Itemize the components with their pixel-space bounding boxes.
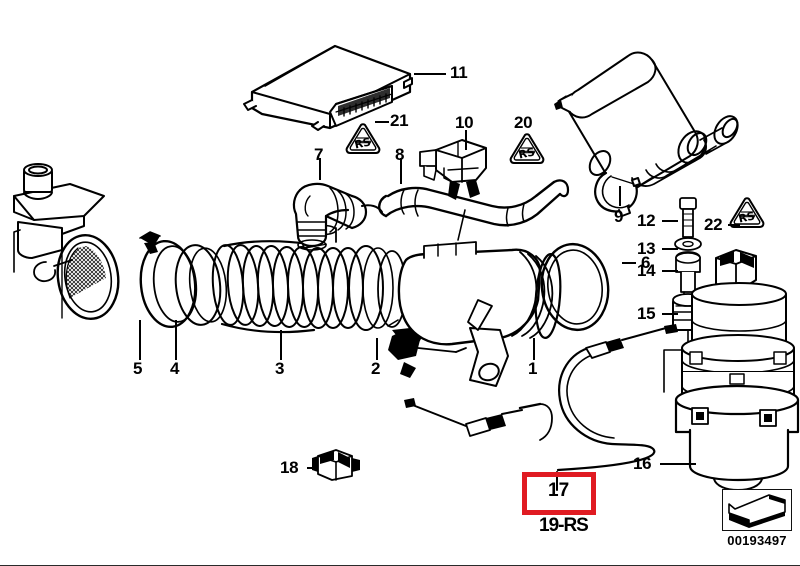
callout-2: 2 [371,359,381,378]
callout-16: 16 [633,454,652,473]
callout-12: 12 [637,211,656,230]
callout-11: 11 [450,63,468,82]
callout-15: 15 [637,304,656,323]
callout-18: 18 [280,458,299,477]
leader-6 [622,262,636,264]
callout-4: 4 [170,359,180,378]
leader-22 [728,224,740,226]
intake-ring-4 [139,231,228,329]
callout-5: 5 [133,359,143,378]
leader-9 [619,186,621,206]
leader-14 [662,270,678,272]
repair-set-label: 19-RS [539,515,589,536]
arrow-pointer-icon [728,494,786,528]
callout-3: 3 [275,359,285,378]
callout-20: 20 [514,113,533,132]
callout-6: 6 [641,253,651,272]
leader-16 [660,463,696,465]
rs-repair-set-icon-22: RS [728,196,766,235]
highlighted-part-box[interactable] [522,472,596,515]
rs-repair-set-icon-20: RS [508,132,546,171]
rs-repair-set-icon-21: RS [344,122,382,161]
part-number-text: 00193497 [727,533,787,548]
leader-15 [662,313,678,315]
svg-text:RS: RS [737,209,756,225]
leader-2 [376,338,378,360]
highlighted-part-number: 17 [548,480,570,501]
leader-8 [400,158,402,184]
airflow-meter-5 [13,163,120,321]
idle-valve-10 [419,139,487,241]
callout-21: 21 [390,111,409,130]
leader-4 [175,320,177,360]
leader-21 [375,121,389,123]
leader-5 [139,320,141,360]
callout-7: 7 [314,145,324,164]
leader-3 [280,330,282,360]
oring-seal-6 [540,242,610,332]
callout-8: 8 [395,145,405,164]
bolt-12 [679,197,697,238]
callout-1: 1 [528,359,538,378]
callout-9: 9 [614,207,624,226]
callout-22: 22 [704,215,723,234]
leader-13 [662,248,678,250]
elbow-hose-7 [292,182,383,251]
part-number-plate [722,489,792,531]
throttle-body-1 [388,241,562,387]
washer-13 [674,237,702,251]
vent-hose-8 [378,179,570,227]
fuel-filter-canister [554,51,739,193]
callout-10: 10 [455,113,474,132]
connector-18 [312,449,360,481]
ecu-module [243,44,413,131]
callout-14: 14 [637,261,656,280]
svg-text:RS: RS [517,145,536,161]
leader-12 [662,220,678,222]
leader-18 [307,467,318,469]
callout-13: 13 [637,239,656,258]
hose-clamp-9 [594,171,641,217]
leader-1 [533,338,535,360]
svg-text:RS: RS [353,135,372,151]
temp-sensor-cable-17 [404,324,678,472]
leader-10 [465,130,467,150]
corrugated-boot-3 [211,229,364,334]
leader-7 [319,158,321,180]
fuel-pump-16 [674,249,800,491]
leader-11 [414,73,446,75]
